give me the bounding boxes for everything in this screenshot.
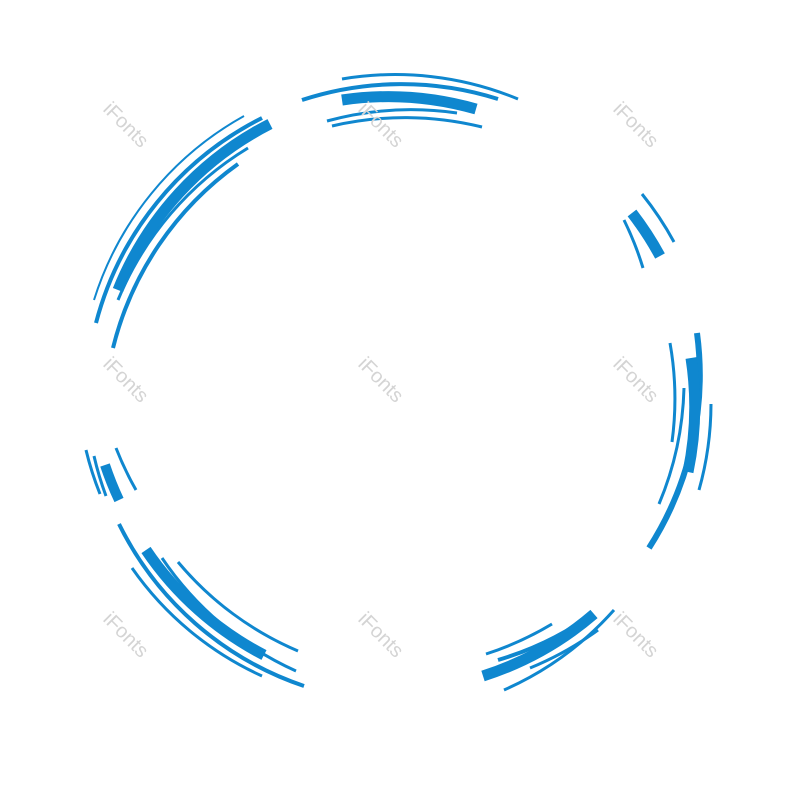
arc-r-innermost bbox=[657, 387, 686, 505]
arc-lr-mid bbox=[497, 622, 580, 662]
arc-top-inner bbox=[326, 108, 458, 123]
arc-top-band bbox=[341, 91, 478, 115]
arc-ll-band bbox=[141, 546, 267, 660]
arc-l-outer bbox=[84, 449, 102, 495]
arc-ur-outer bbox=[640, 193, 676, 243]
arc-top-mid bbox=[301, 82, 499, 102]
arc-lr-inner bbox=[485, 622, 553, 656]
arc-ll-outer bbox=[117, 523, 305, 688]
arc-l-mid bbox=[92, 455, 108, 497]
arc-ul-innermost bbox=[111, 162, 240, 349]
arc-ul-mid bbox=[94, 116, 263, 324]
ring-arcs bbox=[84, 73, 713, 692]
arc-lr-band bbox=[481, 609, 598, 682]
arc-r-inner bbox=[668, 342, 677, 443]
arc-ur-band bbox=[627, 209, 665, 259]
arc-r-outer bbox=[697, 403, 713, 491]
arc-ul-inner bbox=[116, 146, 249, 301]
arc-lr-outer bbox=[503, 609, 616, 692]
arc-l-inner bbox=[114, 447, 138, 491]
arc-top-outer bbox=[341, 73, 519, 101]
arc-lr-innermost bbox=[529, 628, 599, 670]
arc-ll-inner bbox=[160, 557, 297, 673]
arc-ul-band bbox=[112, 119, 273, 293]
arc-top-innermost bbox=[331, 116, 483, 129]
arc-ur-inner bbox=[622, 219, 645, 269]
arc-ll-mid bbox=[130, 567, 263, 678]
arc-ul-outer bbox=[93, 115, 245, 301]
arc-ll-innermost bbox=[176, 561, 299, 653]
arc-l-band bbox=[100, 463, 124, 503]
arc-r-band bbox=[682, 357, 701, 474]
